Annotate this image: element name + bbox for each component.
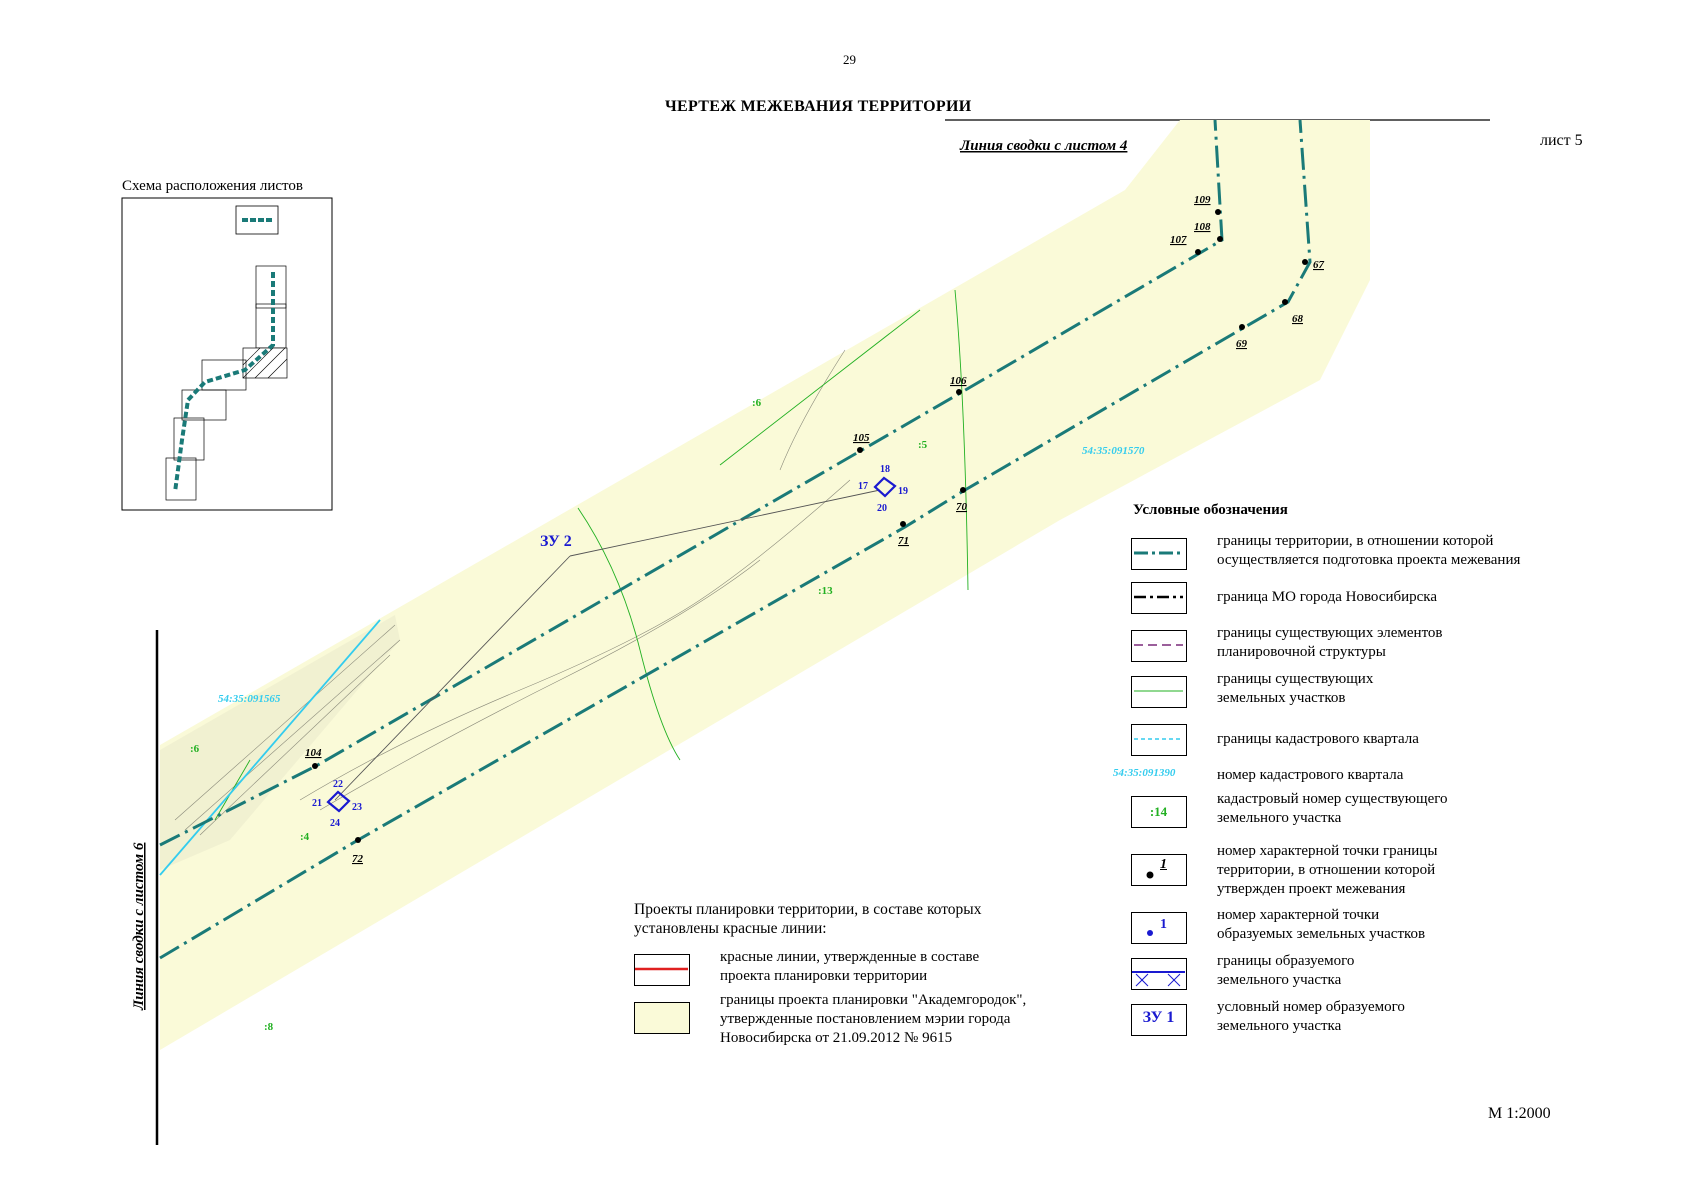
legend-text: земельного участка <box>1217 1018 1342 1034</box>
page-title: ЧЕРТЕЖ МЕЖЕВАНИЯ ТЕРРИТОРИИ <box>665 98 972 115</box>
planning-area <box>160 120 1370 1050</box>
legend-text: утвержденные постановлением мэрии города <box>720 1011 1011 1027</box>
parcel-number-label: :5 <box>918 439 928 451</box>
legend-text: условный номер образуемого <box>1217 999 1405 1015</box>
legend-text: земельных участков <box>1217 690 1346 706</box>
legend-title: Условные обозначения <box>1133 502 1288 518</box>
cadastral-quarter-line <box>159 619 381 876</box>
parcel-point-label: 21 <box>312 798 322 809</box>
scale-label: М 1:2000 <box>1488 1105 1551 1122</box>
parcel-point-label: 19 <box>898 486 908 497</box>
zu2-leaders <box>334 489 881 801</box>
legend-text: номер кадастрового квартала <box>1217 767 1404 783</box>
junction-left-label: Линия сводки с листом 6 <box>131 842 147 1011</box>
boundary-point-label: 106 <box>950 375 967 387</box>
boundary-point-label: 72 <box>352 853 364 865</box>
legend-text: красные линии, утвержденные в составе <box>720 949 980 965</box>
boundary-point-label: 107 <box>1170 234 1187 246</box>
legend-text: Новосибирска от 21.09.2012 № 9615 <box>720 1030 953 1046</box>
parcel-point-label: 24 <box>330 818 340 829</box>
boundary-point-label: 67 <box>1313 259 1325 271</box>
boundary-point-label: 70 <box>956 501 968 513</box>
parcel-zu2-area-b <box>326 790 351 813</box>
planning-title-line: установлены красные линии: <box>634 920 827 937</box>
page-number: 29 <box>843 52 856 67</box>
boundary-point-dots <box>312 209 1308 843</box>
legend-swatch: 1 <box>1131 912 1187 944</box>
legend-swatch <box>1131 538 1187 570</box>
legend-text: территории, в отношении которой <box>1217 862 1436 878</box>
legend-swatch <box>1131 582 1187 614</box>
boundary-point-label: 105 <box>853 432 870 444</box>
junction-top-label: Линия сводки с листом 4 <box>959 138 1128 154</box>
legend-sample: 54:35:091390 <box>1113 767 1176 779</box>
planning-title: Проекты планировки территории, в составе… <box>634 900 981 938</box>
legend-swatch: 1 <box>1131 854 1187 886</box>
parcel-label-zu2: ЗУ 2 <box>540 533 572 550</box>
legend-swatch <box>1131 958 1187 990</box>
sheet-scheme-title: Схема расположения листов <box>122 178 303 194</box>
parcel-number-label: :4 <box>300 831 310 843</box>
boundary-point-label: 108 <box>1194 221 1211 233</box>
legend-text: границы территории, в отношении которой <box>1217 533 1494 549</box>
legend-text: границы кадастрового квартала <box>1217 731 1419 747</box>
parcel-number-label: :13 <box>818 585 833 597</box>
parcel-number-label: :6 <box>190 743 200 755</box>
boundary-point-label: 69 <box>1236 338 1248 350</box>
parcel-point-label: 18 <box>880 464 890 475</box>
legend-swatch: :14 <box>1131 796 1187 828</box>
legend-text: проекта планировки территории <box>720 968 928 984</box>
sheet-scheme-inset <box>121 197 333 511</box>
legend-text: границы проекта планировки "Академгородо… <box>720 992 1027 1008</box>
sheet-label: лист 5 <box>1540 132 1583 149</box>
legend-swatch <box>634 954 690 986</box>
legend-sample: ЗУ 1 <box>1142 1009 1175 1026</box>
planning-title-line: Проекты планировки территории, в составе… <box>634 901 982 918</box>
boundary-point-label: 71 <box>898 535 909 547</box>
legend-text: номер характерной точки границы <box>1217 843 1438 859</box>
legend-text: границы существующих элементов <box>1217 625 1443 641</box>
parcel-point-label: 23 <box>352 802 362 813</box>
legend-swatch: ЗУ 1 <box>1131 1004 1187 1036</box>
legend-text: осуществляется подготовка проекта межева… <box>1217 552 1521 568</box>
cadastral-quarter-label: 54:35:091570 <box>1082 445 1145 457</box>
cadastral-quarter-label: 54:35:091565 <box>218 693 281 705</box>
legend-text: границы образуемого <box>1217 953 1355 969</box>
legend-swatch <box>1131 724 1187 756</box>
legend-sample: :14 <box>1149 804 1168 819</box>
legend-text: планировочной структуры <box>1217 644 1386 660</box>
boundary-point-label: 68 <box>1292 313 1304 325</box>
legend-text: граница МО города Новосибирска <box>1217 589 1438 605</box>
legend-text: образуемых земельных участков <box>1217 926 1426 942</box>
legend-text: номер характерной точки <box>1217 907 1380 923</box>
boundary-point-label: 104 <box>305 747 322 759</box>
legend-sample: 1 <box>1160 857 1167 872</box>
parcel-zu2-area-a <box>873 476 897 498</box>
parcel-point-label: 17 <box>858 481 868 492</box>
legend-swatch <box>1131 630 1187 662</box>
parcel-point-label: 20 <box>877 503 887 514</box>
boundary-point-label: 109 <box>1194 194 1211 206</box>
legend-text: кадастровый номер существующего <box>1217 791 1448 807</box>
existing-parcel-lines <box>214 289 969 821</box>
parcel-point-label: 22 <box>333 779 343 790</box>
legend-text: земельного участка <box>1217 810 1342 826</box>
parcel-number-label: :6 <box>752 397 762 409</box>
texture-lines <box>174 349 851 836</box>
legend-text: границы существующих <box>1217 671 1374 687</box>
legend-sample: 1 <box>1160 917 1167 932</box>
legend-text: земельного участка <box>1217 972 1342 988</box>
parcel-number-label: :8 <box>264 1021 274 1033</box>
legend-swatch <box>1131 676 1187 708</box>
legend-swatch <box>634 1002 690 1034</box>
legend-text: утвержден проект межевания <box>1217 881 1406 897</box>
